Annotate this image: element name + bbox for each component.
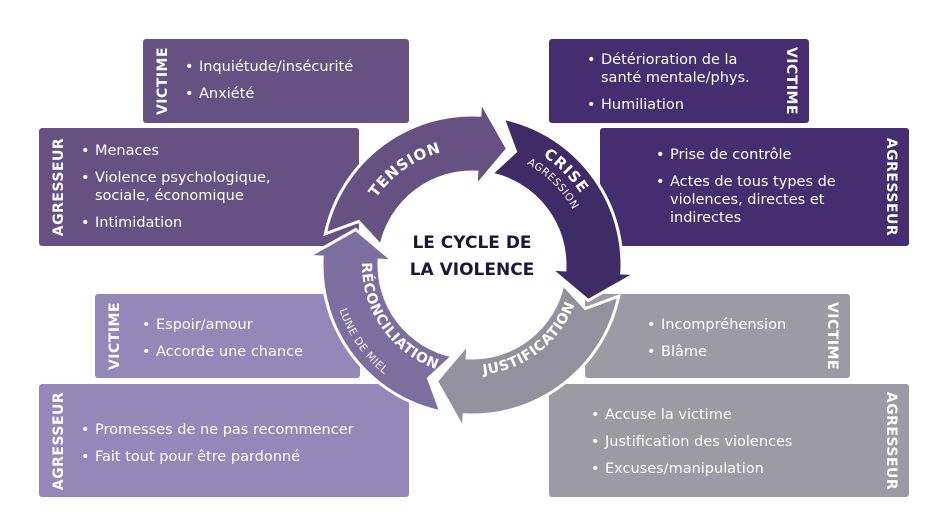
reconciliation-victime-box: VICTIME Espoir/amour Accorde une chance — [95, 294, 360, 378]
list-item: Violence psychologique, sociale, économi… — [81, 169, 291, 205]
tension-arrow — [323, 95, 510, 249]
list-item: Accuse la victime — [591, 406, 792, 424]
list-item: Inquiétude/insécurité — [185, 58, 353, 76]
crise-agresseur-list: Prise de contrôle Actes de tous types de… — [656, 146, 851, 236]
list-item: Intimidation — [81, 214, 291, 232]
tension-victime-box: VICTIME Inquiétude/insécurité Anxiété — [143, 39, 409, 123]
tension-victime-list: Inquiétude/insécurité Anxiété — [185, 58, 353, 112]
crise-arrow — [488, 116, 642, 303]
crise-victime-list: Détérioration de la santé mentale/phys. … — [587, 51, 762, 123]
list-item: Promesses de ne pas recommencer — [81, 421, 354, 439]
diagram-title: LE CYCLE DE LA VIOLENCE — [392, 230, 552, 284]
list-item: Incompréhension — [647, 316, 786, 334]
list-item: Accorde une chance — [142, 343, 303, 361]
crise-victime-box: VICTIME Détérioration de la santé mental… — [549, 39, 809, 123]
list-item: Prise de contrôle — [656, 146, 851, 164]
list-item: Détérioration de la santé mentale/phys. — [587, 51, 762, 87]
list-item: Fait tout pour être pardonné — [81, 448, 354, 466]
reconciliation-agresseur-list: Promesses de ne pas recommencer Fait tou… — [81, 421, 354, 475]
crise-agresseur-box: AGRESSEUR Prise de contrôle Actes de tou… — [600, 128, 909, 246]
list-item: Anxiété — [185, 85, 353, 103]
justification-agresseur-list: Accuse la victime Justification des viol… — [591, 406, 792, 487]
justification-victime-list: Incompréhension Blâme — [647, 316, 786, 370]
reconciliation-agresseur-box: AGRESSEUR Promesses de ne pas recommence… — [39, 384, 409, 497]
list-item: Justification des violences — [591, 433, 792, 451]
justification-arrow — [434, 281, 621, 435]
reconciliation-victime-list: Espoir/amour Accorde une chance — [142, 316, 303, 370]
list-item: Humiliation — [587, 96, 762, 114]
reconciliation-arrow — [302, 227, 456, 414]
justification-victime-box: VICTIME Incompréhension Blâme — [585, 294, 850, 378]
tension-agresseur-list: Menaces Violence psychologique, sociale,… — [81, 142, 291, 241]
title-line-1: LE CYCLE DE — [412, 233, 532, 253]
list-item: Actes de tous types de violences, direct… — [656, 173, 851, 227]
list-item: Espoir/amour — [142, 316, 303, 334]
list-item: Menaces — [81, 142, 291, 160]
justification-agresseur-box: AGRESSEUR Accuse la victime Justificatio… — [549, 384, 909, 497]
list-item: Excuses/manipulation — [591, 460, 792, 478]
title-line-2: LA VIOLENCE — [409, 260, 535, 280]
tension-agresseur-box: AGRESSEUR Menaces Violence psychologique… — [39, 128, 359, 246]
list-item: Blâme — [647, 343, 786, 361]
